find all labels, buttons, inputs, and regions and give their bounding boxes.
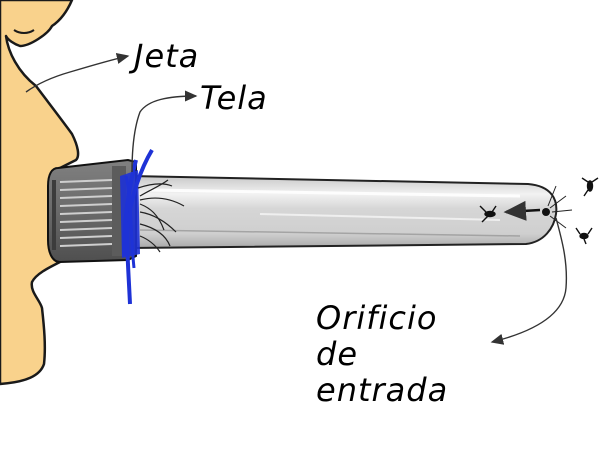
screw-cap — [47, 158, 137, 264]
insect-icon — [581, 177, 599, 197]
label-jeta: Jeta — [134, 37, 200, 75]
label-orificio-line-1: Orificio — [316, 299, 438, 337]
insect-icon — [479, 205, 497, 223]
label-orificio-de-entrada: Orificio de entrada — [316, 300, 448, 408]
entry-orifice-icon — [542, 208, 550, 216]
tube-highlight — [149, 188, 521, 198]
air-flow-lines — [547, 185, 573, 229]
label-orificio-line-3: entrada — [316, 371, 449, 409]
nostril-line — [13, 29, 35, 34]
tube-edge-line — [139, 229, 521, 237]
label-orificio-line-2: de — [316, 335, 358, 373]
jeta-leader-line — [25, 52, 130, 93]
insect-icon — [575, 227, 593, 245]
tela-leader-line — [131, 90, 198, 173]
mesh-cloth — [120, 148, 185, 305]
orificio-leader-line — [490, 217, 568, 345]
label-tela: Tela — [200, 79, 268, 117]
tube-highlight-2 — [259, 213, 501, 221]
suction-arrow — [503, 200, 541, 221]
